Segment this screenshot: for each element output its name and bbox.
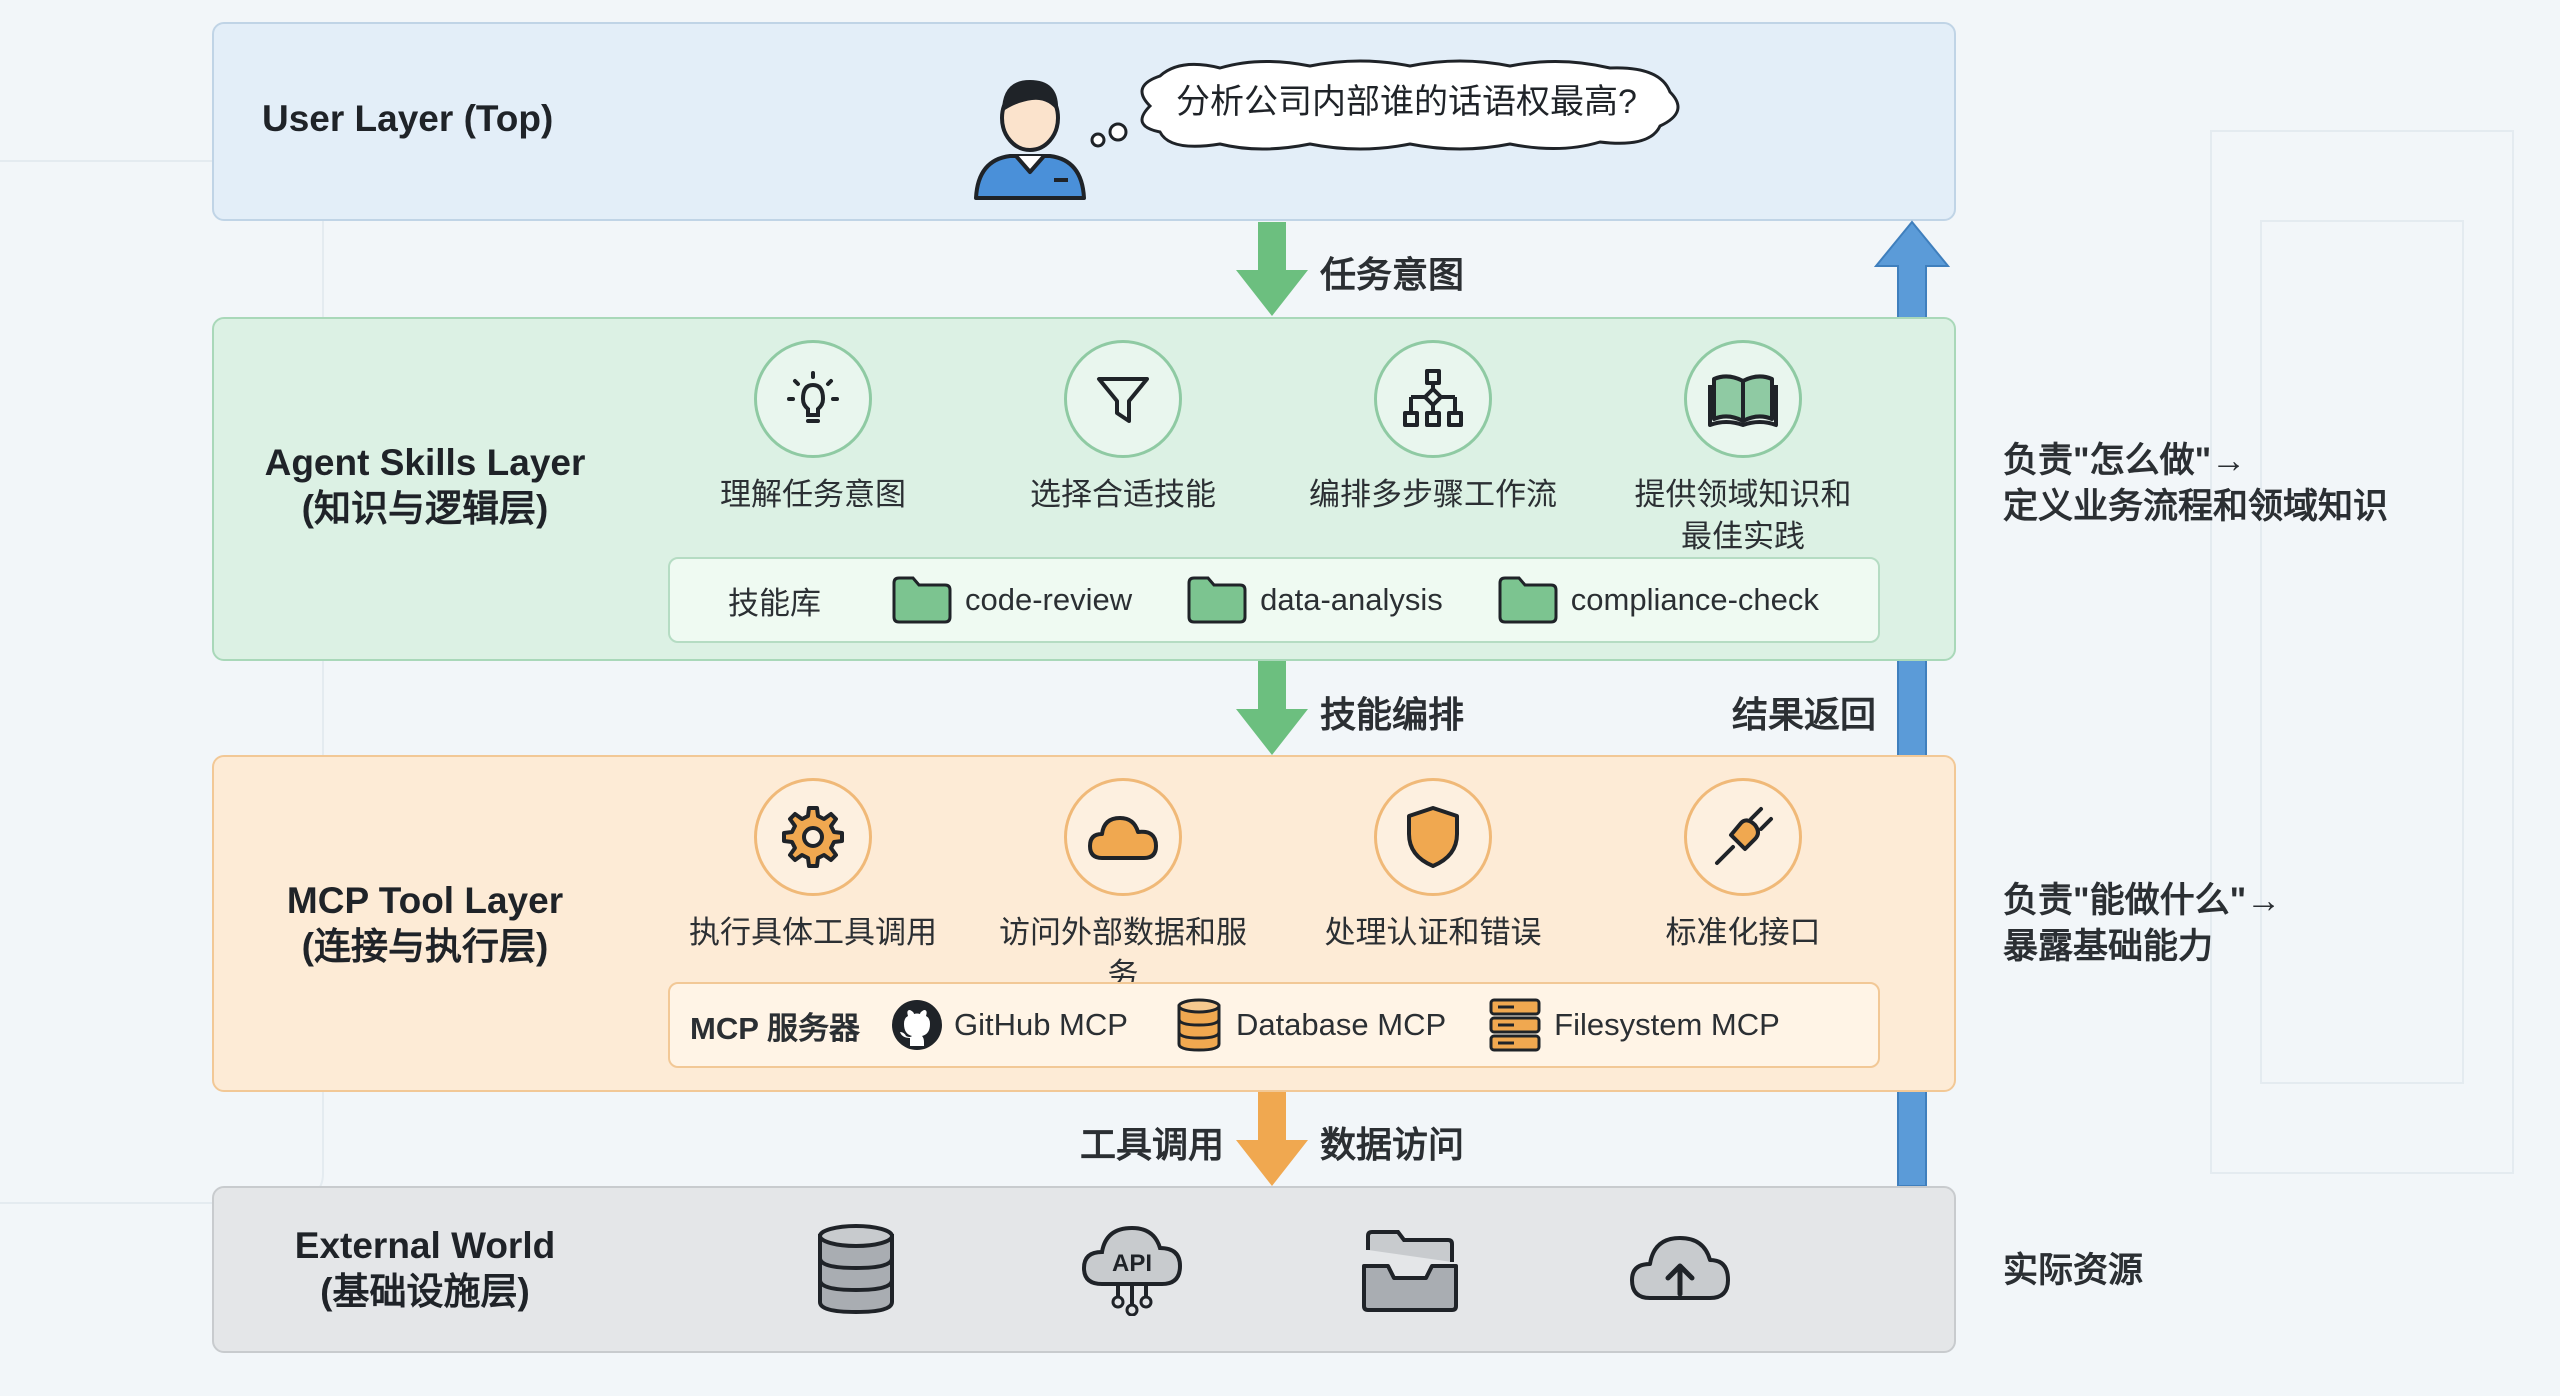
cloud-upload-icon — [1630, 1236, 1730, 1300]
task-intent-arrow — [1236, 222, 1308, 316]
skill-item-data-analysis[interactable]: data-analysis — [1186, 575, 1443, 625]
external-layer-note: 实际资源 — [2003, 1251, 2144, 1290]
data-access-label: 数据访问 — [1320, 1124, 1465, 1165]
user-avatar-icon — [974, 80, 1086, 200]
background-frame-left — [0, 160, 324, 1204]
tool-call-label: 工具调用 — [1080, 1124, 1225, 1165]
skill-orchestration-label: 技能编排 — [1320, 694, 1465, 735]
plug-icon — [1684, 778, 1802, 896]
feature-orchestrate-workflow: 编排多步骤工作流 — [1303, 340, 1563, 516]
feature-access-external: 访问外部数据和服务 — [993, 778, 1253, 996]
feature-execute-tools: 执行具体工具调用 — [683, 778, 943, 954]
cloud-icon — [1064, 778, 1182, 896]
folder-icon — [1498, 576, 1558, 624]
agent-layer-note: 负责"怎么做"→ 定义业务流程和领域知识 — [2003, 441, 2389, 526]
feature-label: 处理认证和错误 — [1324, 915, 1542, 950]
api-label: API — [1111, 1250, 1152, 1277]
mcp-server-database[interactable]: Database MCP — [1176, 997, 1446, 1053]
mcp-servers-label: MCP 服务器 — [690, 1010, 860, 1046]
feature-label: 理解任务意图 — [720, 477, 906, 512]
background-frame-right-inner — [2260, 220, 2464, 1084]
github-icon — [891, 1000, 942, 1050]
feature-label: 编排多步骤工作流 — [1309, 477, 1557, 512]
skill-item-label: code-review — [965, 582, 1133, 617]
mcp-server-label: GitHub MCP — [953, 1007, 1128, 1042]
user-question: 分析公司内部谁的话语权最高? — [1176, 83, 1637, 121]
skill-orchestration-arrow — [1236, 661, 1308, 755]
shield-icon — [1374, 778, 1492, 896]
mcp-server-github[interactable]: GitHub MCP — [890, 998, 1128, 1052]
database-icon — [818, 1224, 894, 1315]
mcp-server-label: Database MCP — [1235, 1007, 1447, 1042]
tool-call-arrow — [1236, 1092, 1308, 1186]
workflow-icon — [1374, 340, 1492, 458]
user-layer-title: User Layer (Top) — [262, 98, 554, 139]
result-return-label: 结果返回 — [1732, 694, 1877, 735]
server-icon — [1489, 998, 1541, 1052]
mcp-server-filesystem[interactable]: Filesystem MCP — [1488, 997, 1780, 1053]
funnel-icon — [1064, 340, 1182, 458]
skill-item-compliance-check[interactable]: compliance-check — [1497, 575, 1819, 625]
skill-item-label: compliance-check — [1570, 582, 1819, 617]
skill-library-label: 技能库 — [728, 585, 821, 621]
feature-understand-intent: 理解任务意图 — [683, 340, 943, 516]
thought-bubble — [1090, 59, 1680, 151]
feature-label: 提供领域知识和 最佳实践 — [1634, 477, 1852, 554]
mcp-servers: MCP 服务器 GitHub MCP Database MCP Filesyst… — [668, 982, 1880, 1068]
gear-icon — [754, 778, 872, 896]
mcp-layer-title: MCP Tool Layer (连接与执行层) — [286, 880, 564, 967]
skill-item-label: data-analysis — [1260, 582, 1443, 617]
background-frame-right — [2210, 130, 2514, 1174]
feature-select-skill: 选择合适技能 — [993, 340, 1253, 516]
mcp-layer-note: 负责"能做什么"→ 暴露基础能力 — [2003, 881, 2282, 966]
database-icon — [1177, 998, 1221, 1052]
skill-library: 技能库 code-review data-analysis compliance… — [668, 557, 1880, 643]
feature-label: 选择合适技能 — [1030, 477, 1216, 512]
external-layer-title: External World (基础设施层) — [294, 1225, 556, 1312]
folder-icon — [892, 576, 952, 624]
feature-domain-knowledge: 提供领域知识和 最佳实践 — [1613, 340, 1873, 558]
mcp-server-label: Filesystem MCP — [1554, 1007, 1780, 1042]
feature-standard-interface: 标准化接口 — [1613, 778, 1873, 954]
feature-auth-errors: 处理认证和错误 — [1303, 778, 1563, 954]
api-cloud-icon: API — [1080, 1222, 1184, 1316]
agent-layer-title: Agent Skills Layer (知识与逻辑层) — [264, 442, 586, 529]
file-tray-icon — [1362, 1230, 1458, 1312]
lightbulb-icon — [754, 340, 872, 458]
feature-label: 访问外部数据和服务 — [999, 915, 1247, 992]
book-icon — [1684, 340, 1802, 458]
task-intent-label: 任务意图 — [1320, 254, 1465, 295]
feature-label: 标准化接口 — [1665, 915, 1821, 950]
skill-item-code-review[interactable]: code-review — [891, 575, 1132, 625]
folder-icon — [1187, 576, 1247, 624]
feature-label: 执行具体工具调用 — [689, 915, 937, 950]
